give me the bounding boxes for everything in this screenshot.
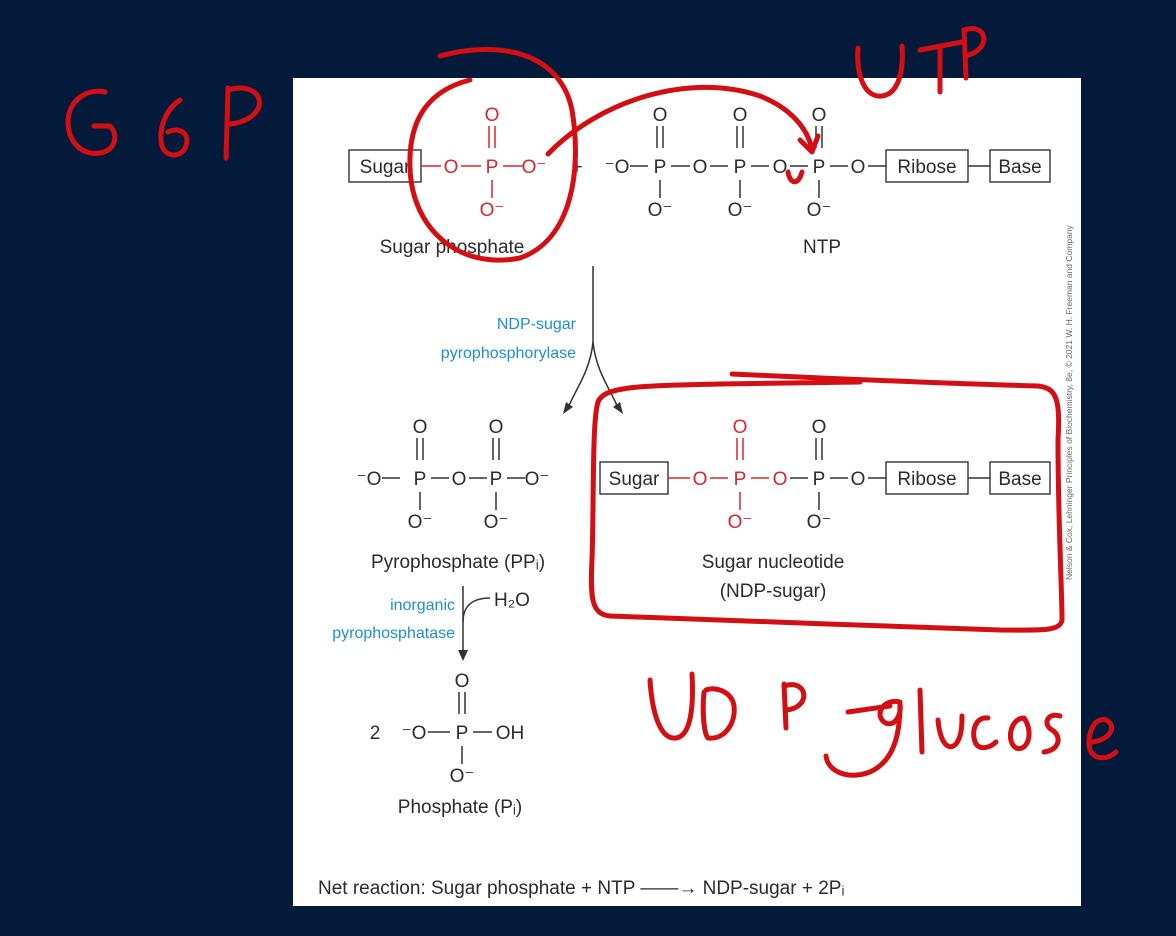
atom-o: O [851, 157, 866, 178]
phosphate-label: Phosphate (Pᵢ) [398, 797, 522, 818]
net-reaction: Net reaction: Sugar phosphate + NTP ——→ … [318, 878, 844, 899]
atom-o: O [413, 417, 428, 438]
atom-minus-o: ⁻O [357, 469, 382, 490]
transfer-arrow-annotation [545, 84, 815, 157]
atom-o-minus: O⁻ [484, 512, 509, 533]
nucleotide-box-annotation [588, 371, 1065, 633]
sugar-nucleotide-structure: Sugar O P O O⁻ O P O O⁻ O Ribose [599, 417, 1051, 602]
atom-o: O [485, 105, 500, 126]
ntp-structure: ⁻O P O O⁻ O P O O⁻ O P O O⁻ [605, 105, 1051, 258]
atom-o: O [452, 469, 467, 490]
handwriting-utp [855, 26, 987, 99]
atom-minus-o: ⁻O [402, 723, 427, 744]
atom-o-minus: O⁻ [807, 512, 832, 533]
base-box [989, 461, 1051, 495]
atom-p: P [813, 157, 826, 178]
atom-o: O [489, 417, 504, 438]
ribose-box-label: Ribose [897, 157, 956, 178]
atom-o-minus: O⁻ [525, 469, 550, 490]
atom-oh: OH [496, 723, 525, 744]
base-box-label: Base [998, 469, 1041, 490]
atom-o-minus: O⁻ [807, 200, 832, 221]
sugar-box [599, 461, 669, 495]
ppase-label-line1: inorganic [390, 597, 455, 614]
atom-p: P [813, 469, 826, 490]
atom-o: O [733, 105, 748, 126]
pyrophosphate-label: Pyrophosphate (PPᵢ) [371, 552, 545, 573]
atom-o-minus: O⁻ [480, 200, 505, 221]
handwriting-g6p [65, 85, 262, 161]
atom-p: P [490, 469, 503, 490]
atom-p: P [486, 157, 499, 178]
atom-p: P [734, 469, 747, 490]
atom-o: O [812, 105, 827, 126]
base-box-label: Base [998, 157, 1041, 178]
atom-p: P [654, 157, 667, 178]
handwriting-udp-glucose [647, 671, 1119, 778]
atom-o: O [851, 469, 866, 490]
atom-o: O [693, 157, 708, 178]
atom-o: O [733, 417, 748, 438]
handwritten-annotations [65, 26, 1119, 778]
atom-o: O [693, 469, 708, 490]
sugar-phosphate-structure: Sugar O P O O⁻ O⁻ Sugar phosphate [348, 105, 547, 258]
atom-o-minus: O⁻ [450, 766, 475, 787]
atom-o: O [812, 417, 827, 438]
atom-o-minus: O⁻ [408, 512, 433, 533]
phosphate-structure: 2 ⁻O P O O⁻ OH Phosphate (Pᵢ) [370, 671, 525, 818]
enzyme-label-line2: pyrophosphorylase [441, 345, 576, 362]
ribose-box-label: Ribose [897, 469, 956, 490]
atom-o-minus: O⁻ [522, 157, 547, 178]
ribose-box [885, 461, 969, 495]
coefficient: 2 [370, 723, 381, 744]
atom-minus-o: ⁻O [605, 157, 630, 178]
atom-o: O [444, 157, 459, 178]
atom-p: P [734, 157, 747, 178]
sugar-box-label: Sugar [609, 469, 660, 490]
atom-p: P [414, 469, 427, 490]
atom-o-minus: O⁻ [728, 512, 753, 533]
atom-o: O [455, 671, 470, 692]
enzyme-label-line1: NDP-sugar [497, 316, 577, 333]
ppase-label-line2: pyrophosphatase [332, 625, 455, 642]
atom-o: O [653, 105, 668, 126]
water-label: H₂O [494, 590, 530, 611]
phosphate-circle-annotation [407, 47, 578, 263]
sugar-box-label: Sugar [360, 157, 411, 178]
pyrophosphate-structure: ⁻O P O O⁻ O P O O⁻ O⁻ Pyrophosphate (PPᵢ… [357, 417, 550, 573]
atom-p: P [456, 723, 469, 744]
atom-o-minus: O⁻ [648, 200, 673, 221]
atom-o: O [773, 469, 788, 490]
ndp-sugar-label: (NDP-sugar) [720, 581, 827, 602]
ntp-label: NTP [803, 237, 841, 258]
copyright-notice: Nelson & Cox, Lehninger Principles of Bi… [1064, 224, 1074, 580]
atom-o-minus: O⁻ [728, 200, 753, 221]
atom-o: O [773, 157, 788, 178]
base-box [989, 149, 1051, 183]
sugar-nucleotide-label: Sugar nucleotide [702, 552, 845, 573]
reaction-arrow: NDP-sugar pyrophosphorylase [441, 266, 623, 414]
hydrolysis-arrow: H₂O inorganic pyrophosphatase [332, 586, 530, 661]
